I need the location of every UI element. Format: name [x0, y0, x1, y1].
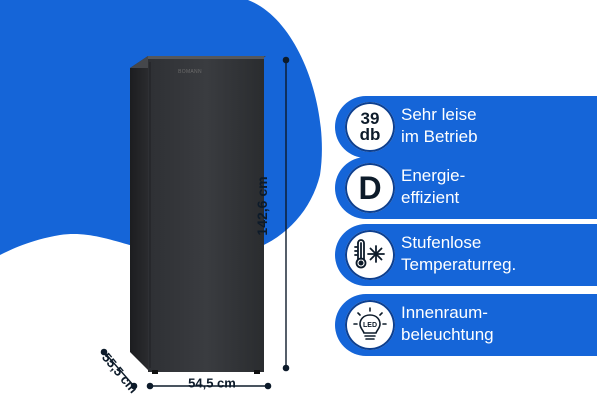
feature-interior-lighting: LED Innenraum- beleuchtung — [335, 294, 597, 356]
energy-class-letter: D — [358, 169, 382, 206]
badge-unit: db — [359, 125, 381, 144]
feature-energy-efficiency: D Energie- effizient — [335, 157, 597, 219]
badge-value: 39 — [360, 108, 380, 128]
feature-line-1: Innenraum- — [401, 303, 488, 322]
thermometer-icon — [354, 239, 385, 269]
feature-line-1: Stufenlose — [401, 233, 482, 252]
feature-temperature-control: Stufenlose Temperaturreg. — [335, 224, 597, 286]
light-bulb-icon: LED — [353, 307, 387, 340]
snowflake-icon — [367, 245, 385, 263]
feature-line-2: im Betrieb — [401, 127, 478, 146]
led-bulb-icon: LED — [345, 300, 395, 350]
height-dimension-label: 142,6 cm — [254, 176, 270, 236]
svg-text:LED: LED — [363, 322, 377, 329]
feature-line-1: Sehr leise — [401, 105, 477, 124]
feature-line-2: effizient — [401, 188, 460, 207]
width-dimension-label: 54,5 cm — [188, 375, 236, 391]
energy-class-d-icon: D — [345, 163, 395, 213]
brand-logo: BOMANN — [178, 69, 202, 75]
feature-line-2: Temperaturreg. — [401, 255, 517, 274]
feature-line-2: beleuchtung — [401, 325, 494, 344]
thermometer-snowflake-icon — [345, 230, 395, 280]
feature-line-1: Energie- — [401, 166, 466, 185]
decibel-badge-icon: 39 db — [345, 102, 395, 152]
feature-quiet-operation: 39 db Sehr leise im Betrieb — [335, 96, 597, 158]
